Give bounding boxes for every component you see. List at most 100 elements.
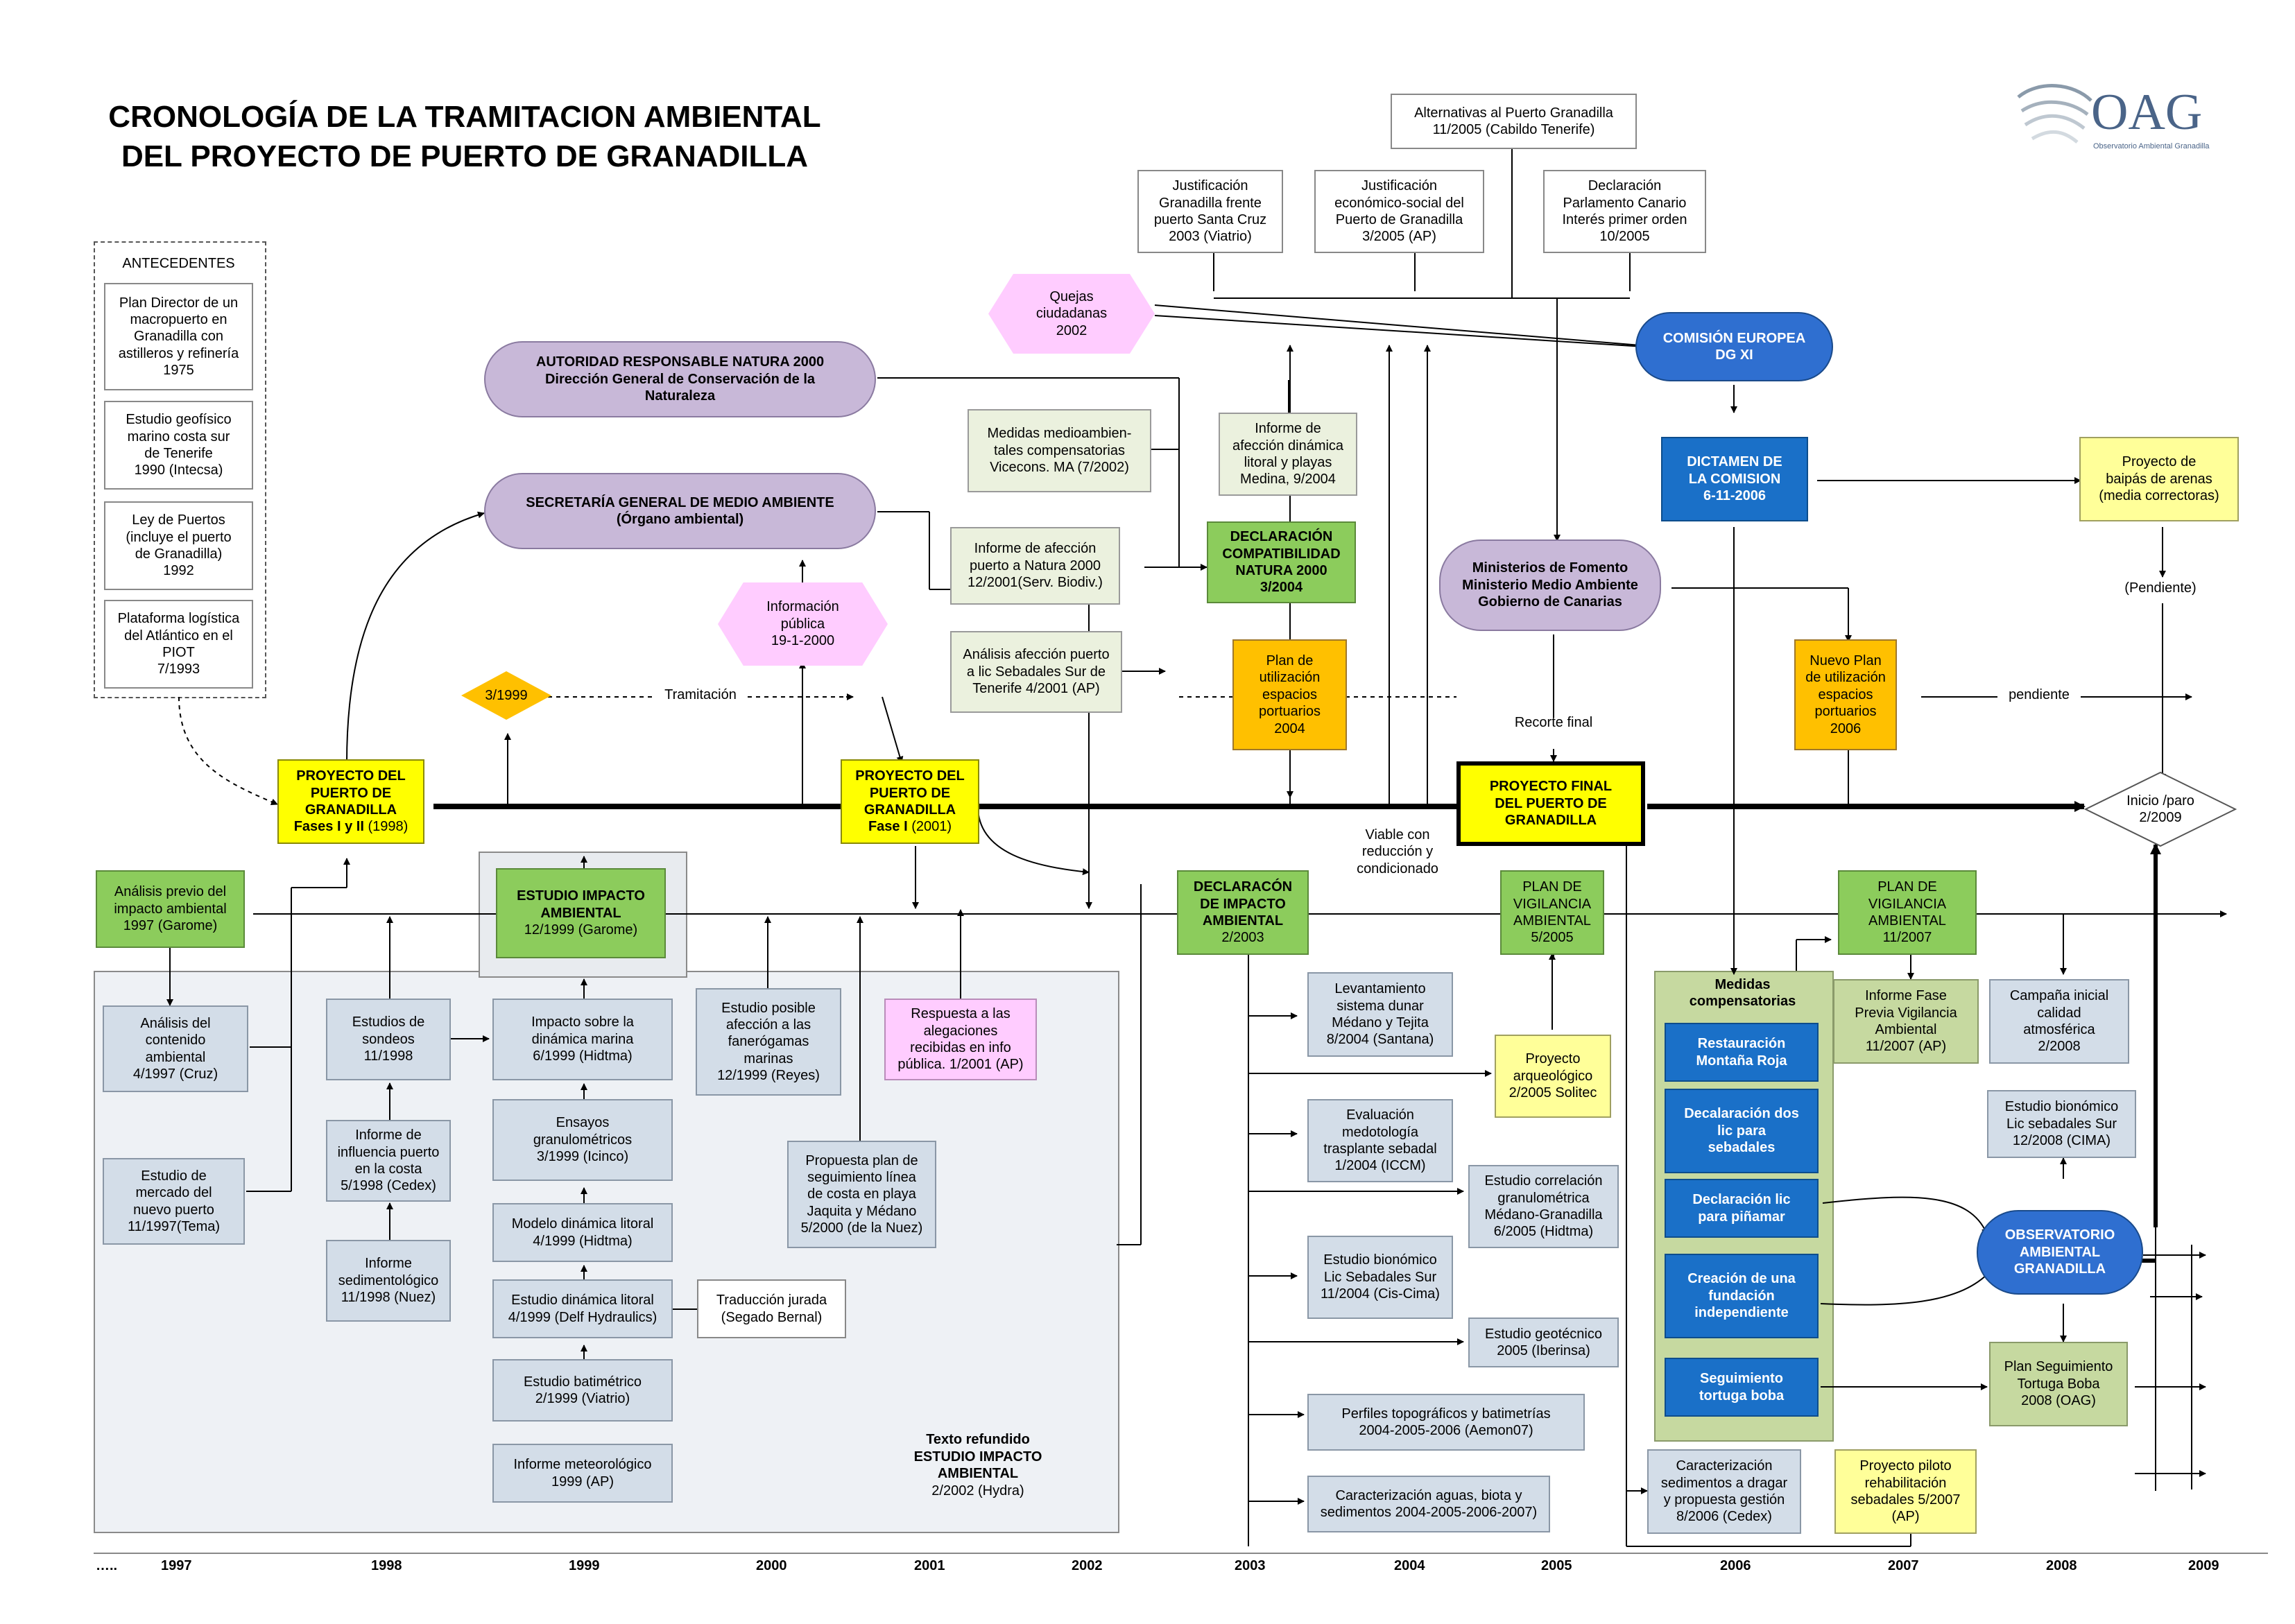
oag-logo: OAG Observatorio Ambiental Granadilla xyxy=(2011,76,2240,159)
proyecto-1998-date: (1998) xyxy=(363,819,409,835)
caracterizacion-aguas: Caracterización aguas, biota y sedimento… xyxy=(1307,1476,1550,1532)
secretaria-medio-ambiente: SECRETARÍA GENERAL DE MEDIO AMBIENTE (Ór… xyxy=(484,473,876,549)
autoridad-natura: AUTORIDAD RESPONSABLE NATURA 2000 Direcc… xyxy=(484,341,876,417)
medidas-vicecons: Medidas medioambien- tales compensatoria… xyxy=(968,409,1151,492)
comision-europea: COMISIÓN EUROPEA DG XI xyxy=(1635,312,1833,381)
informacion-publica: Información pública 19-1-2000 xyxy=(718,582,888,666)
year-1999: 1999 xyxy=(569,1558,600,1573)
propuesta-plan-seguimiento: Propuesta plan de seguimiento línea de c… xyxy=(787,1141,936,1248)
recorte-final-label: Recorte final xyxy=(1514,715,1593,730)
estudio-correlacion: Estudio correlación granulométrica Médan… xyxy=(1468,1165,1619,1248)
year-1997: 1997 xyxy=(161,1558,192,1573)
eia-date: 12/1999 (Garome) xyxy=(524,922,638,938)
campana-calidad-atmosferica: Campaña inicial calidad atmosférica 2/20… xyxy=(1989,979,2129,1064)
perfiles-topograficos: Perfiles topográficos y batimetrías 2004… xyxy=(1307,1394,1585,1451)
timeline-start: ….. xyxy=(96,1558,118,1573)
title-line-1: CRONOLOGÍA DE LA TRAMITACION AMBIENTAL xyxy=(108,100,821,134)
antecedente-plan-director: Plan Director de un macropuerto en Grana… xyxy=(104,283,253,390)
page-title: CRONOLOGÍA DE LA TRAMITACION AMBIENTAL D… xyxy=(83,97,846,176)
plan-vigilancia-2007: PLAN DE VIGILANCIA AMBIENTAL 11/2007 xyxy=(1838,870,1977,955)
estudio-mercado: Estudio de mercado del nuevo puerto 11/1… xyxy=(103,1158,245,1245)
medida-restauracion: Restauración Montaña Roja xyxy=(1665,1023,1819,1082)
texto-refundido-date: 2/2002 (Hydra) xyxy=(931,1483,1024,1498)
informe-afeccion-dinamica: Informe de afección dinámica litoral y p… xyxy=(1219,413,1357,496)
antecedente-estudio-geofisico: Estudio geofísico marino costa sur de Te… xyxy=(104,401,253,490)
quejas-ciudadanas: Quejas ciudadanas 2002 xyxy=(988,274,1155,354)
informe-sedimentologico: Informe sedimentológico 11/1998 (Nuez) xyxy=(326,1240,451,1322)
pendiente-label: (Pendiente) xyxy=(2124,580,2197,596)
medida-fundacion: Creación de una fundación independiente xyxy=(1665,1254,1819,1338)
antecedente-plataforma-logistica: Plataforma logística del Atlántico en el… xyxy=(104,600,253,689)
year-2003: 2003 xyxy=(1235,1558,1266,1573)
informe-fase-previa: Informe Fase Previa Vigilancia Ambiental… xyxy=(1833,979,1979,1064)
pva-2005-date: 5/2005 xyxy=(1531,930,1574,946)
declaracion-parlamento-box: Declaración Parlamento Canario Interés p… xyxy=(1543,170,1706,253)
analisis-sebadales: Análisis afección puerto a lic Sebadales… xyxy=(950,631,1122,713)
declaracion-compatibilidad-natura: DECLARACIÓN COMPATIBILIDAD NATURA 2000 3… xyxy=(1207,521,1356,603)
estudio-batimetrico: Estudio batimétrico 2/1999 (Viatrio) xyxy=(492,1359,673,1422)
proyecto-arqueologico: Proyecto arqueológico 2/2005 Solitec xyxy=(1495,1035,1611,1118)
medida-lic-pinamar: Declaración lic para piñamar xyxy=(1665,1179,1819,1238)
nuevo-plan-utilizacion: Nuevo Plan de utilización espacios portu… xyxy=(1794,639,1897,750)
pva-2007-title: PLAN DE VIGILANCIA AMBIENTAL xyxy=(1868,879,1947,928)
proyecto-2001-date: (2001) xyxy=(907,819,952,835)
informe-meteorologico: Informe meteorológico 1999 (AP) xyxy=(492,1444,673,1503)
logo-subtitle: Observatorio Ambiental Granadilla xyxy=(2093,142,2210,150)
declaracion-impacto-ambiental: DECLARACÓN DE IMPACTO AMBIENTAL 2/2003 xyxy=(1177,870,1309,955)
proyecto-final: PROYECTO FINAL DEL PUERTO DE GRANADILLA xyxy=(1456,761,1645,846)
dia-title: DECLARACÓN DE IMPACTO AMBIENTAL xyxy=(1193,879,1293,928)
estudio-dinamica-delf: Estudio dinámica litoral 4/1999 (Delf Hy… xyxy=(492,1279,673,1338)
plan-utilizacion-2004: Plan de utilización espacios portuarios … xyxy=(1232,639,1347,750)
medida-lic-sebadales: Decalaración dos lic para sebadales xyxy=(1665,1089,1819,1173)
impacto-dinamica-marina: Impacto sobre la dinámica marina 6/1999 … xyxy=(492,999,673,1080)
antecedentes-header: ANTECEDENTES xyxy=(122,256,235,271)
estudios-sondeos: Estudios de sondeos 11/1998 xyxy=(326,999,451,1080)
year-2004: 2004 xyxy=(1394,1558,1425,1573)
traduccion-jurada: Traducción jurada (Segado Bernal) xyxy=(697,1279,846,1338)
logo-wave-icon xyxy=(2017,84,2092,144)
proyecto-1998: PROYECTO DEL PUERTO DE GRANADILLA Fases … xyxy=(277,759,424,844)
observatorio-ambiental: OBSERVATORIO AMBIENTAL GRANADILLA xyxy=(1977,1210,2143,1295)
texto-refundido: Texto refundido ESTUDIO IMPACTO AMBIENTA… xyxy=(895,1415,1061,1499)
informe-afeccion-natura: Informe de afección puerto a Natura 2000… xyxy=(950,527,1120,605)
alternativas-box: Alternativas al Puerto Granadilla 11/200… xyxy=(1391,94,1637,149)
dia-date: 2/2003 xyxy=(1221,930,1264,946)
year-2007: 2007 xyxy=(1888,1558,1919,1573)
justificacion-viatrio-box: Justificación Granadilla frente puerto S… xyxy=(1137,170,1283,253)
year-2005: 2005 xyxy=(1541,1558,1572,1573)
estudio-fanerogamas: Estudio posible afección a las fanerógam… xyxy=(696,988,841,1096)
proyecto-1998-title: PROYECTO DEL PUERTO DE GRANADILLA Fases … xyxy=(293,768,406,835)
estudio-bionomico-2008: Estudio bionómico Lic sebadales Sur 12/2… xyxy=(1987,1090,2136,1158)
proyecto-2001: PROYECTO DEL PUERTO DE GRANADILLA Fase I… xyxy=(841,759,979,844)
dictamen-comision: DICTAMEN DE LA COMISION 6-11-2006 xyxy=(1661,437,1808,521)
year-2008: 2008 xyxy=(2046,1558,2077,1573)
ministerios: Ministerios de Fomento Ministerio Medio … xyxy=(1439,539,1661,631)
title-line-2: DEL PROYECTO DE PUERTO DE GRANADILLA xyxy=(121,139,809,174)
respuesta-alegaciones: Respuesta a las alegaciones recibidas en… xyxy=(884,999,1037,1080)
viable-label: Viable con reducción y condicionado xyxy=(1339,827,1456,878)
pva-2007-date: 11/2007 xyxy=(1882,930,1932,946)
proyecto-2001-title: PROYECTO DEL PUERTO DE GRANADILLA Fase I xyxy=(855,768,965,835)
pva-2005-title: PLAN DE VIGILANCIA AMBIENTAL xyxy=(1513,879,1592,928)
ensayos-granulometricos: Ensayos granulométricos 3/1999 (Icinco) xyxy=(492,1099,673,1181)
pendiente-line-label: pendiente xyxy=(1997,686,2081,704)
proyecto-baipas: Proyecto de baipás de arenas (media corr… xyxy=(2079,437,2239,521)
texto-refundido-title: Texto refundido ESTUDIO IMPACTO AMBIENTA… xyxy=(913,1432,1042,1482)
year-2000: 2000 xyxy=(756,1558,787,1573)
antecedente-ley-puertos: Ley de Puertos (incluye el puerto de Gra… xyxy=(104,501,253,590)
plan-seguimiento-tortuga: Plan Seguimiento Tortuga Boba 2008 (OAG) xyxy=(1989,1342,2128,1426)
estudio-geotecnico: Estudio geotécnico 2005 (Iberinsa) xyxy=(1468,1318,1619,1367)
estudio-bionomico-2004: Estudio bionómico Lic Sebadales Sur 11/2… xyxy=(1307,1236,1453,1319)
plan-vigilancia-2005: PLAN DE VIGILANCIA AMBIENTAL 5/2005 xyxy=(1500,870,1604,955)
levantamiento-dunar: Levantamiento sistema dunar Médano y Tej… xyxy=(1307,972,1453,1057)
analisis-previo: Análisis previo del impacto ambiental 19… xyxy=(96,870,245,948)
caracterizacion-sedimentos: Caracterización sedimentos a dragar y pr… xyxy=(1647,1449,1801,1534)
informe-influencia: Informe de influencia puerto en la costa… xyxy=(326,1120,451,1202)
justificacion-ap-box: Justificación económico-social del Puert… xyxy=(1314,170,1484,253)
evaluacion-trasplante: Evaluación medotología trasplante sebada… xyxy=(1307,1099,1453,1182)
tramitacion-label: Tramitación xyxy=(655,686,746,704)
year-2002: 2002 xyxy=(1072,1558,1103,1573)
year-2006: 2006 xyxy=(1720,1558,1751,1573)
year-2009: 2009 xyxy=(2188,1558,2219,1573)
eia-title: ESTUDIO IMPACTO AMBIENTAL xyxy=(517,888,645,921)
